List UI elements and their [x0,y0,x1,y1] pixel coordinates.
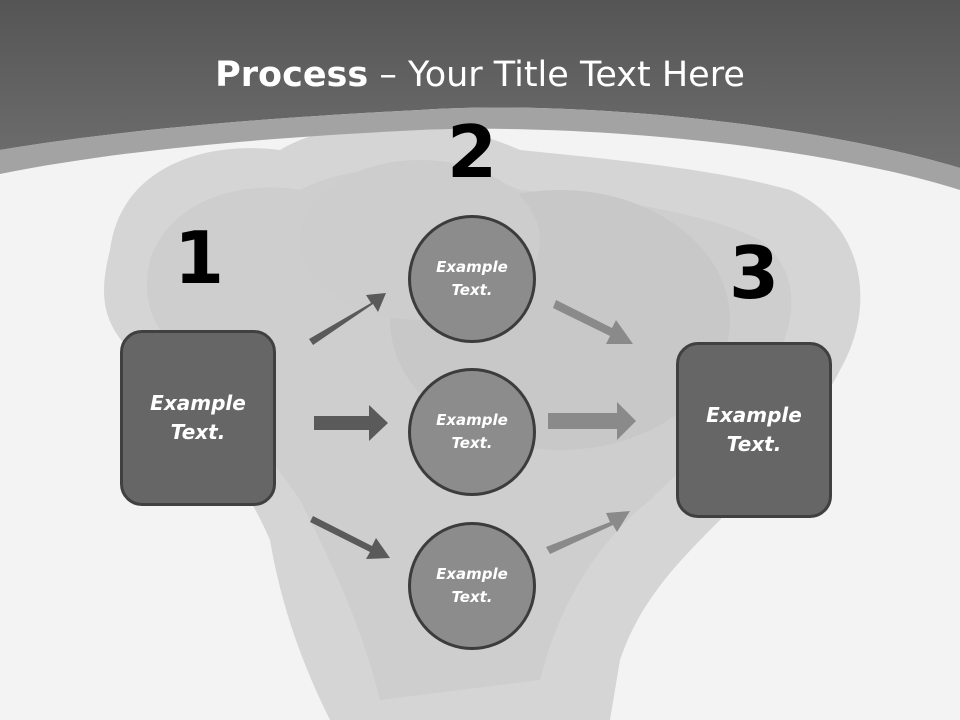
step-number-3: 3 [728,231,780,315]
page-title: Process – Your Title Text Here [0,52,960,98]
process-circle-top: Example Text. [408,215,536,343]
step-number-1: 1 [173,216,225,300]
circle-text: Example Text. [436,258,508,299]
title-rest: – Your Title Text Here [368,55,745,95]
arrow-up-right-icon [546,511,630,554]
header-band [0,0,960,168]
circle-text: Example Text. [436,565,508,606]
process-circle-middle: Example Text. [408,368,536,496]
arrow-down-right-icon [310,516,390,559]
circle-text: Example Text. [436,411,508,452]
header-swoosh [0,107,960,190]
process-circle-bottom: Example Text. [408,522,536,650]
arrow-up-right-icon [309,293,386,345]
left-box-text: Example Text. [150,391,246,444]
arrow-right-icon [548,402,636,440]
arrow-down-right-icon [553,300,633,344]
right-process-box: Example Text. [676,342,832,518]
left-process-box: Example Text. [120,330,276,506]
arrow-right-icon [314,405,388,441]
step-number-2: 2 [446,110,498,194]
right-box-text: Example Text. [706,403,802,456]
title-bold: Process [215,55,369,95]
